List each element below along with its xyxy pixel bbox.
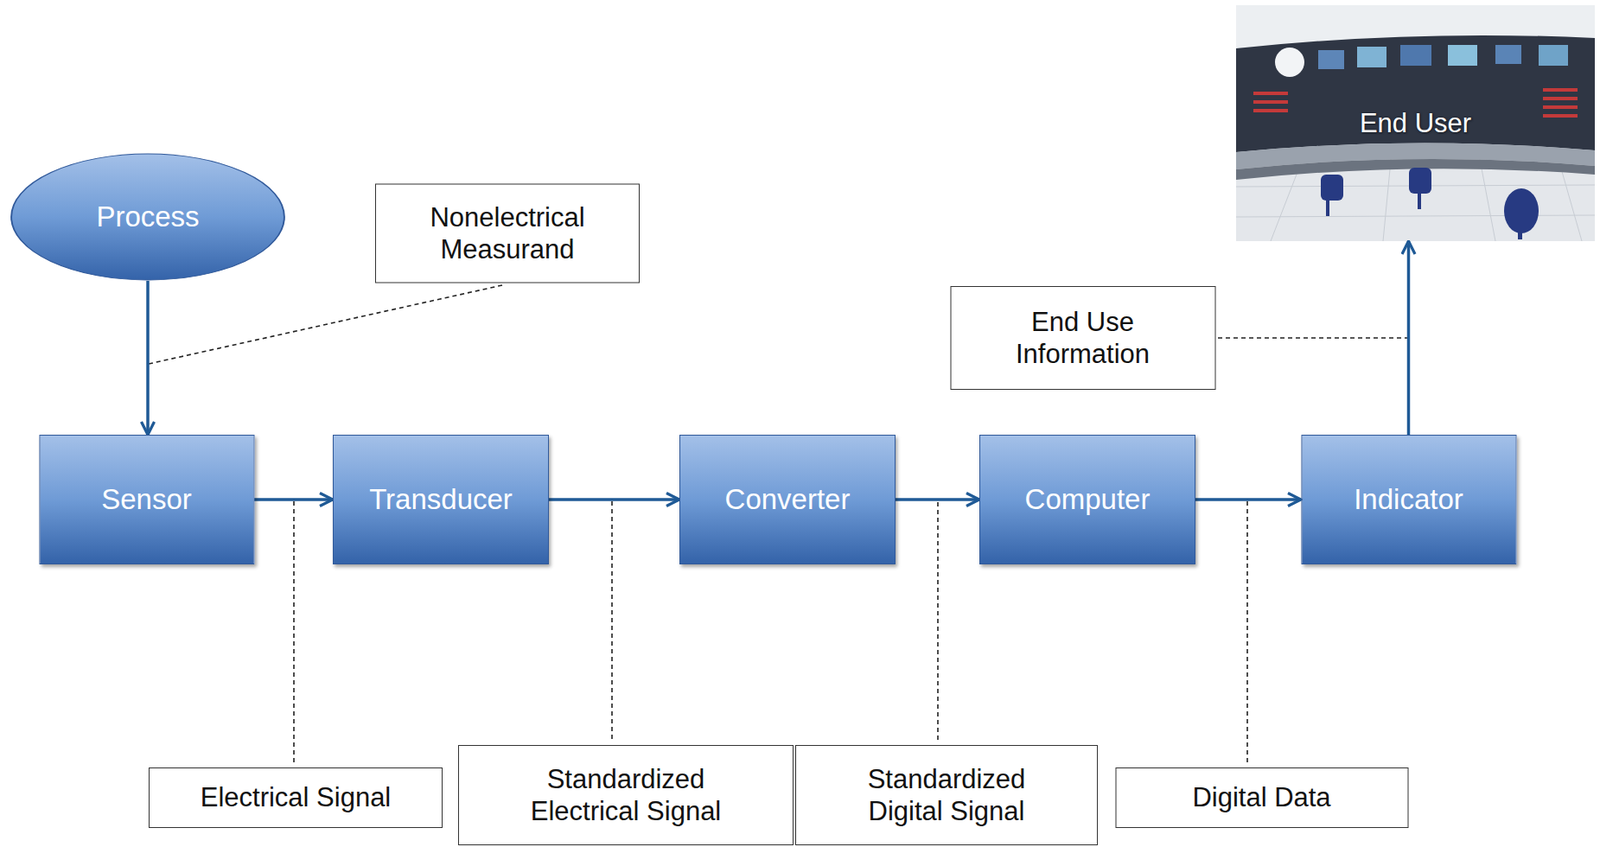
node-text: Converter [725, 482, 851, 517]
node-text: Process [95, 199, 199, 235]
leader-line [611, 501, 613, 742]
round-screen [1274, 47, 1305, 77]
signal-arrow [1407, 241, 1411, 435]
node-text: Transducer [369, 482, 513, 517]
signal-arrow [1195, 497, 1301, 502]
process-box: Transducer [332, 434, 549, 565]
node-text: Computer [1025, 482, 1151, 517]
signal-label-box: Standardized Electrical Signal [458, 745, 794, 846]
monitor [1400, 44, 1432, 66]
control-room-picture [1236, 5, 1595, 242]
photo-ground [1236, 5, 1595, 242]
process-ellipse-shape [11, 153, 285, 281]
signal-label-box: Digital Data [1115, 767, 1409, 829]
signal-arrow [254, 497, 333, 502]
process-box: Converter [679, 434, 896, 565]
leader-line [937, 502, 939, 742]
end-user-photo: End User [1236, 5, 1595, 242]
node-text: Indicator [1353, 482, 1464, 517]
leader-line [293, 501, 295, 765]
chairs [1320, 167, 1539, 240]
callout-box: Nonelectrical Measurand [375, 183, 640, 283]
monitor [1538, 44, 1569, 66]
callout-box: End Use Information [949, 286, 1216, 390]
monitor [1318, 50, 1345, 70]
leader-line [148, 285, 503, 364]
monitor [1357, 46, 1387, 68]
node-text: Sensor [101, 482, 192, 517]
signal-label-box: Standardized Digital Signal [795, 745, 1098, 846]
process-box: Indicator [1300, 434, 1517, 565]
signal-arrow [895, 497, 980, 502]
leader-line [1246, 501, 1249, 765]
signal-arrow [146, 280, 150, 435]
node-text: End Use Information [970, 305, 1196, 370]
node-text: Nonelectrical Measurand [395, 200, 620, 265]
signal-label-box: Electrical Signal [148, 767, 443, 829]
leader-line [1217, 337, 1409, 339]
back-wall [1236, 35, 1595, 153]
node-text: Electrical Signal [200, 781, 392, 814]
signal-arrow [548, 497, 680, 502]
monitor [1495, 44, 1522, 64]
process-box: Computer [979, 434, 1196, 565]
node-text: End User [1359, 107, 1472, 140]
monitor [1447, 44, 1478, 66]
node-text: Standardized Electrical Signal [513, 763, 739, 828]
process-ellipse: Process [10, 152, 287, 281]
process-box: Sensor [38, 434, 255, 565]
node-text: Digital Data [1192, 781, 1331, 814]
node-text: Standardized Digital Signal [834, 763, 1059, 828]
